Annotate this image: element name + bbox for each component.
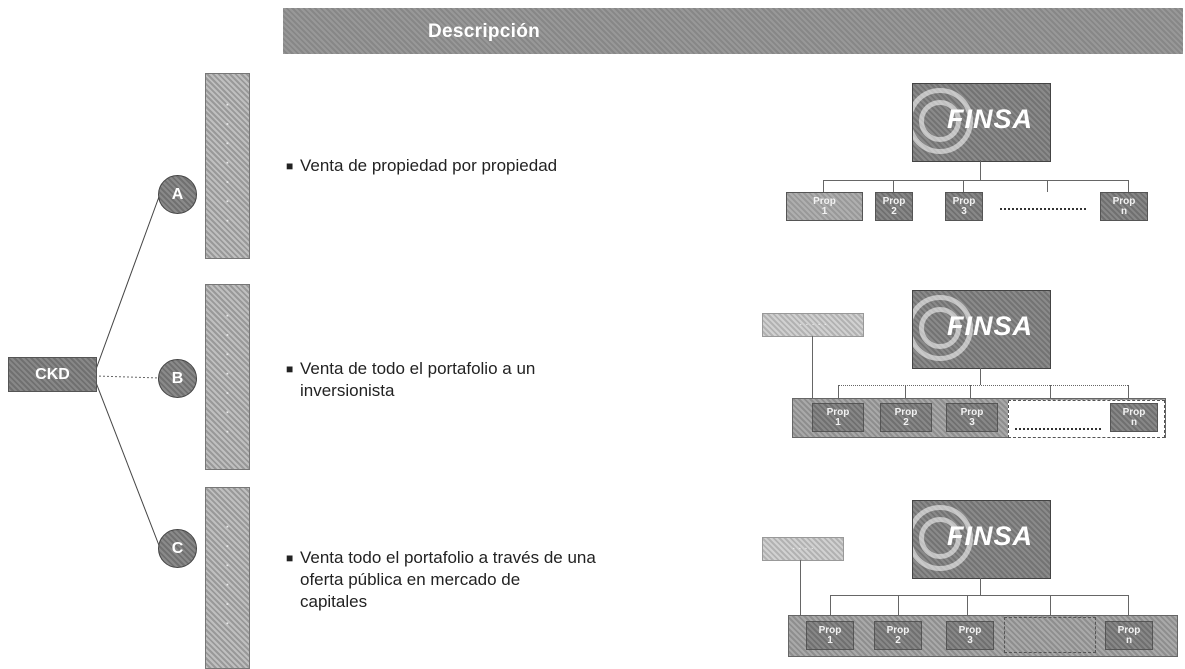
market-box: · · · · — [762, 537, 844, 561]
bullet-icon: ■ — [286, 551, 294, 565]
ellipsis-dots — [1000, 208, 1086, 210]
ellipsis-box — [1004, 617, 1096, 653]
bullet-icon: ■ — [286, 159, 294, 173]
option-a-tab: · · · · · · · — [205, 73, 250, 259]
finsa-logo-c: FINSA — [912, 500, 1051, 579]
investor-box: · · · · · — [762, 313, 864, 337]
finsa-logo-a: FINSA — [912, 83, 1051, 162]
option-b-circle: B — [158, 359, 197, 398]
option-a-description: ■Venta de propiedad por propiedad — [286, 156, 558, 175]
finsa-logo-b: FINSA — [912, 290, 1051, 369]
option-c-description: ■Venta todo el portafolio a través de un… — [286, 548, 596, 611]
ellipsis-dots — [1015, 428, 1101, 430]
option-b-tab: · · · · · · · — [205, 284, 250, 470]
bullet-icon: ■ — [286, 362, 294, 376]
option-a-circle: A — [158, 175, 197, 214]
option-c-circle: C — [158, 529, 197, 568]
header-title: Descripción — [428, 21, 541, 42]
ckd-root-box: CKD — [8, 357, 97, 392]
header-bar — [283, 8, 1183, 54]
option-c-tab: · · · · · · — [205, 487, 250, 669]
